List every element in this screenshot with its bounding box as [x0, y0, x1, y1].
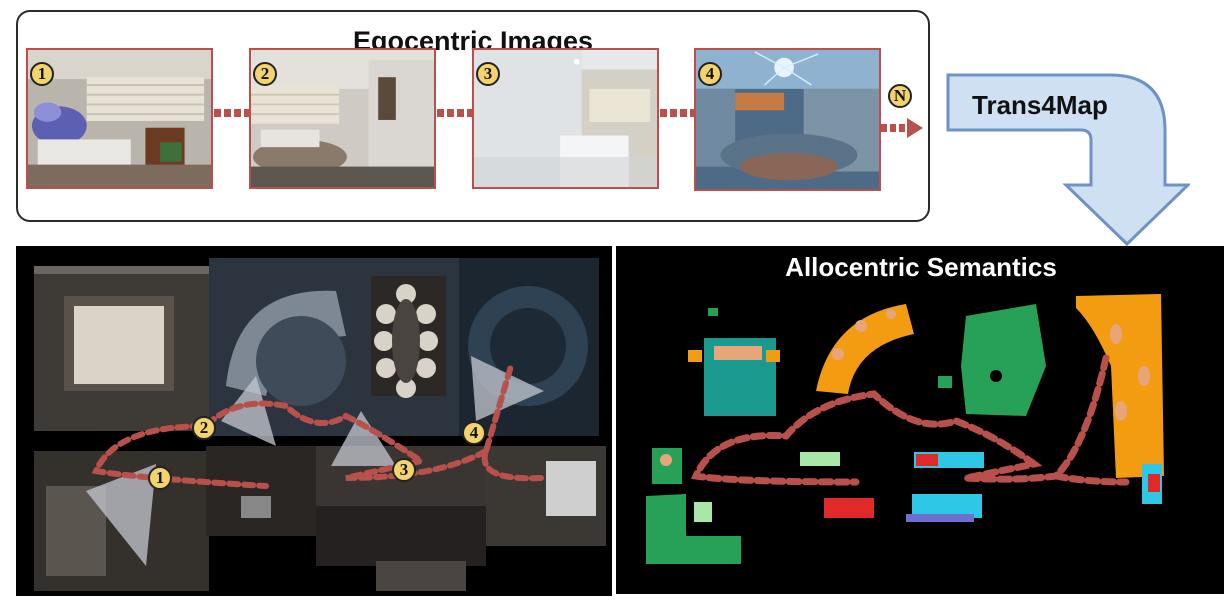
egocentric-frame-4 — [694, 48, 881, 191]
allocentric-title: Allocentric Semantics — [785, 252, 1057, 282]
frame-2-image — [251, 50, 434, 187]
trans4map-label: Trans4Map — [972, 90, 1108, 120]
map-marker-1: 1 — [148, 466, 172, 490]
trans4map-arrow-icon — [946, 73, 1190, 247]
egocentric-frame-1 — [26, 48, 213, 189]
map-marker-4: 4 — [462, 421, 486, 445]
frame-3-badge: 3 — [476, 62, 500, 86]
frame-1-image — [28, 50, 211, 187]
connector-1-2 — [214, 109, 250, 117]
egocentric-frame-2 — [249, 48, 436, 189]
topdown-rgb-map — [16, 246, 612, 596]
egocentric-frame-3 — [472, 48, 659, 189]
map-marker-3: 3 — [392, 458, 416, 482]
connector-2-3 — [437, 109, 473, 117]
frame-2-badge: 2 — [253, 62, 277, 86]
connector-3-4 — [660, 109, 695, 117]
final-frame-badge: N — [888, 84, 912, 108]
frame-3-image — [474, 50, 657, 187]
connector-4-n-arrow — [881, 118, 923, 138]
allocentric-semantic-map — [616, 246, 1224, 594]
frame-4-badge: 4 — [698, 62, 722, 86]
map-marker-2: 2 — [192, 416, 216, 440]
frame-1-badge: 1 — [30, 62, 54, 86]
frame-4-image — [696, 50, 879, 189]
